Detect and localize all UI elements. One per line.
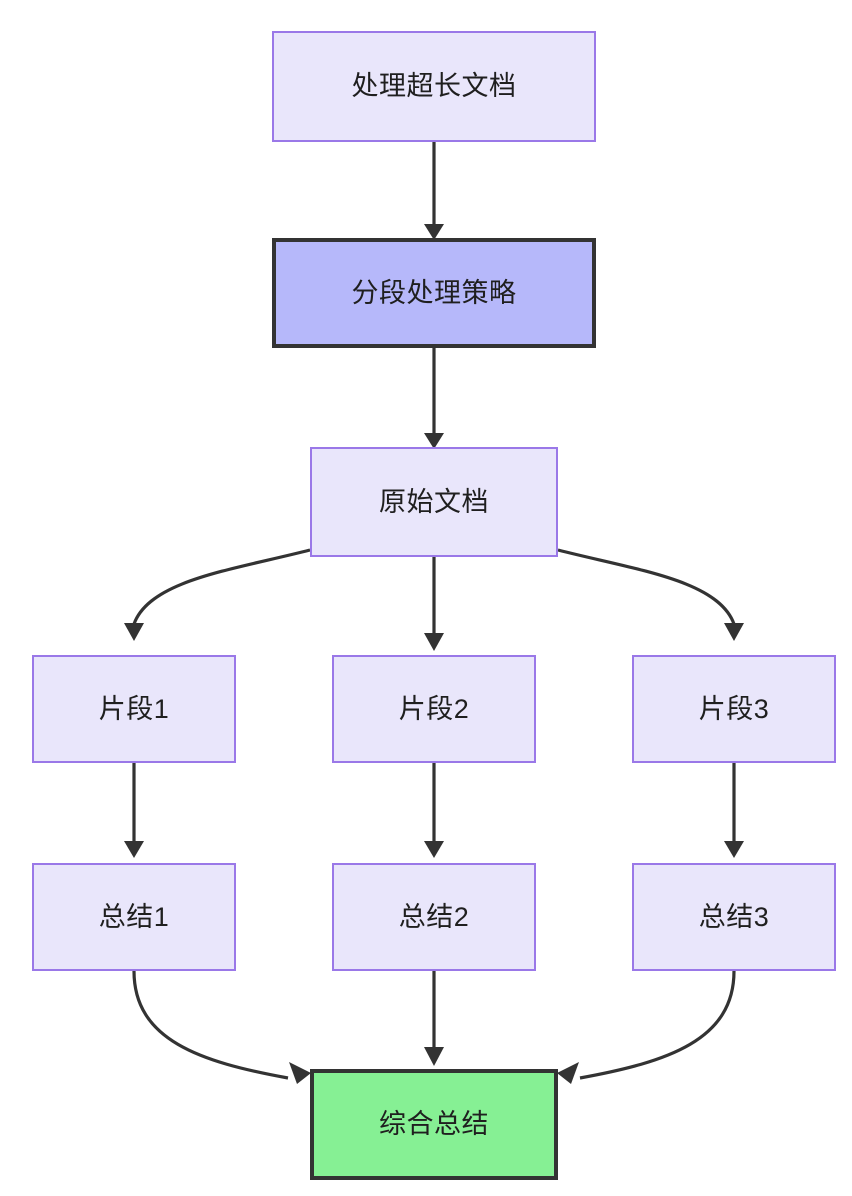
arrowhead-a-sum3 [724, 841, 744, 858]
node-label: 综合总结 [379, 1109, 489, 1140]
arrowhead-a-final-r [557, 1062, 579, 1084]
arrowhead-a-chunk2 [424, 633, 444, 651]
arrowhead-a-chunk3 [724, 623, 744, 641]
node-label: 总结3 [698, 901, 770, 932]
node-doc[interactable]: 处理超长文档 [272, 31, 596, 142]
node-label: 片段3 [698, 693, 770, 724]
node-chunk3[interactable]: 片段3 [632, 655, 836, 763]
edge-sum3-to-final [579, 970, 736, 1080]
node-label: 分段处理策略 [351, 277, 517, 308]
node-label: 处理超长文档 [351, 71, 517, 102]
edge-source-to-chunk3 [557, 548, 736, 625]
arrowhead-a-sum2 [424, 841, 444, 858]
node-chunk2[interactable]: 片段2 [332, 655, 536, 763]
node-label: 片段2 [398, 693, 470, 724]
node-sum2[interactable]: 总结2 [332, 863, 536, 971]
arrowhead-a-final-c [424, 1047, 444, 1066]
node-label: 片段1 [98, 693, 170, 724]
edge-sum1-to-final [132, 970, 289, 1080]
arrowhead-a-chunk1 [124, 623, 144, 641]
node-strategy[interactable]: 分段处理策略 [272, 238, 596, 348]
node-label: 总结1 [98, 901, 170, 932]
arrowhead-a-final-l [289, 1062, 311, 1084]
node-sum3[interactable]: 总结3 [632, 863, 836, 971]
node-sum1[interactable]: 总结1 [32, 863, 236, 971]
node-label: 总结2 [398, 901, 470, 932]
node-source[interactable]: 原始文档 [310, 447, 558, 557]
node-label: 原始文档 [379, 486, 489, 517]
arrowhead-a-sum1 [124, 841, 144, 858]
edge-source-to-chunk1 [132, 548, 311, 625]
node-chunk1[interactable]: 片段1 [32, 655, 236, 763]
node-final[interactable]: 综合总结 [310, 1069, 558, 1180]
